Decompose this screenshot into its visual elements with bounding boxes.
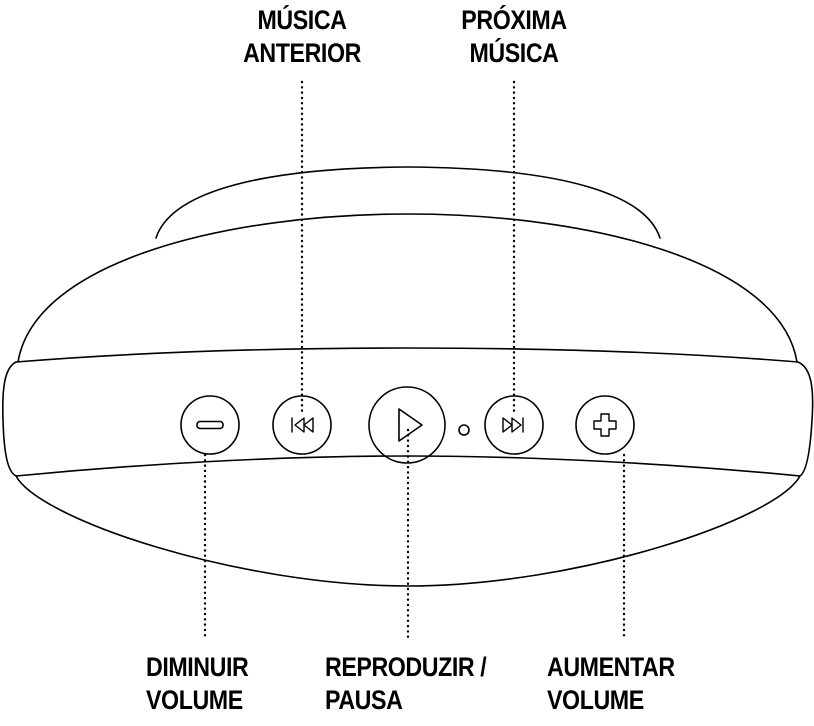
leader-lines — [203, 80, 626, 642]
label-next-track: PRÓXIMA MÚSICA — [454, 4, 574, 70]
label-previous-line1: MÚSICA — [257, 5, 347, 35]
play-icon — [398, 408, 423, 442]
speaker-upper-body — [17, 213, 798, 363]
label-next-line1: PRÓXIMA — [461, 5, 567, 35]
label-volume-up: AUMENTAR VOLUME — [547, 651, 675, 717]
label-previous-track: MÚSICA ANTERIOR — [242, 4, 362, 70]
status-led — [458, 424, 470, 436]
label-volume-down: DIMINUIR VOLUME — [146, 651, 249, 717]
plus-icon — [593, 413, 617, 437]
speaker-top-cap — [155, 166, 661, 239]
previous-track-icon — [291, 417, 314, 433]
label-play-pause-line1: REPRODUZIR / — [325, 652, 487, 682]
label-volume-down-line2: VOLUME — [146, 685, 243, 715]
label-volume-down-line1: DIMINUIR — [146, 652, 249, 682]
volume-up-button[interactable] — [575, 395, 635, 455]
label-next-line2: MÚSICA — [469, 38, 559, 68]
speaker-lower-body — [15, 475, 801, 587]
label-volume-up-line2: VOLUME — [547, 685, 644, 715]
next-track-icon — [502, 417, 524, 433]
label-play-pause-line2: PAUSA — [325, 685, 403, 715]
label-volume-up-line1: AUMENTAR — [547, 652, 675, 682]
volume-down-button[interactable] — [180, 395, 240, 455]
label-play-pause: REPRODUZIR / PAUSA — [325, 651, 487, 717]
minus-icon — [196, 420, 224, 430]
label-previous-line2: ANTERIOR — [243, 38, 361, 68]
play-pause-button[interactable] — [368, 386, 446, 464]
